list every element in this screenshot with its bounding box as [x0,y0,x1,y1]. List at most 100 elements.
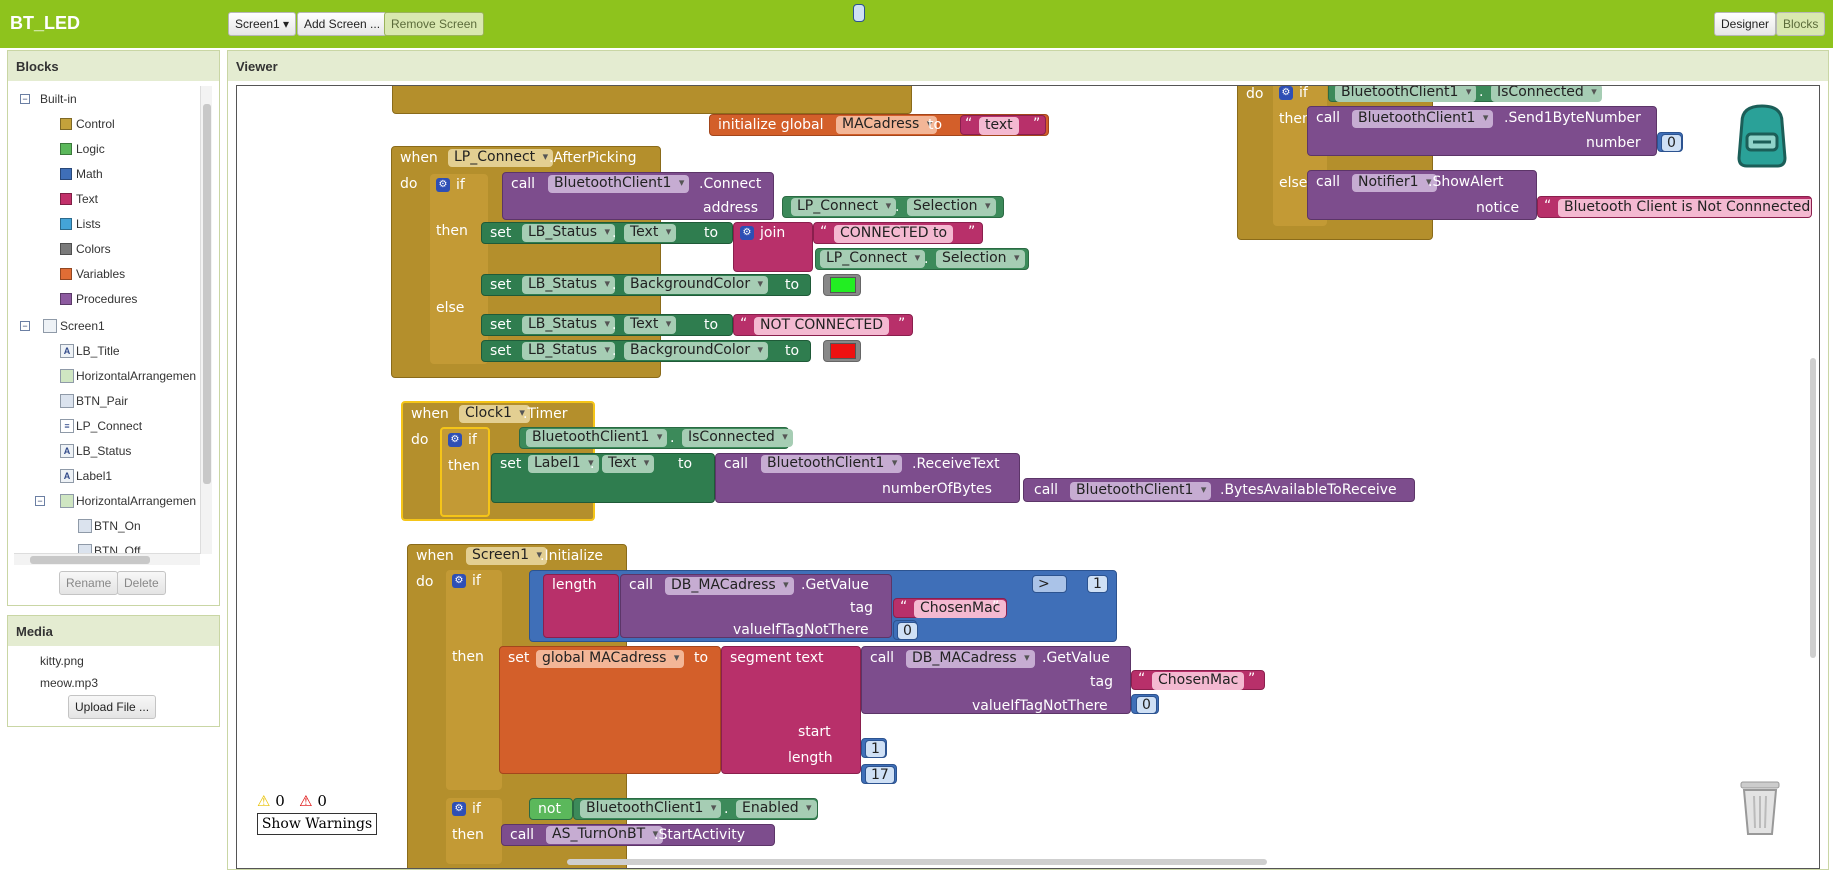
number-block[interactable]: 0 [893,620,918,640]
number-block[interactable]: 17 [861,764,897,784]
number-block[interactable]: 0 [1131,694,1159,714]
warnings-indicator: ⚠ 0 ⚠ 0 [257,792,327,810]
lp-connect-selection-getter[interactable]: LP_Connect . Selection [782,196,1004,218]
compare-operator[interactable]: > [1032,575,1067,593]
scroll-thumb[interactable] [203,104,211,484]
workspace-vertical-scrollbar[interactable] [1808,88,1818,864]
join-block[interactable]: ⚙ join [733,222,813,272]
add-screen-button[interactable]: Add Screen ... [297,12,388,36]
set-global-macadress[interactable]: set global MACadress to [499,646,721,774]
media-panel-title: Media [8,616,219,646]
rename-button[interactable]: Rename [59,571,119,595]
error-icon: ⚠ [299,792,313,810]
backpack-icon[interactable] [1727,100,1797,170]
number-block[interactable]: 0 [1657,132,1683,152]
mutator-gear-icon[interactable]: ⚙ [1279,86,1293,100]
text-literal-block[interactable]: “ Bluetooth Client is Not Connnected [1537,196,1812,218]
screen-select-dropdown[interactable]: Screen1 ▾ [228,12,297,36]
component-selector[interactable]: Screen1 [466,547,548,565]
if-block[interactable]: ⚙ if then [440,427,490,517]
call-notifier-showalert[interactable]: call Notifier1 .ShowAlert notice [1307,170,1537,220]
top-bar: BT_LED Screen1 ▾ Add Screen ... Remove S… [0,0,1833,48]
call-db-getvalue[interactable]: call DB_MACadress .GetValue tag valueIfT… [620,574,892,638]
math-swatch-icon [60,168,72,180]
variables-swatch-icon [60,268,72,280]
collapse-icon[interactable]: − [20,94,30,104]
label-icon: A [60,344,74,358]
mutator-gear-icon[interactable]: ⚙ [452,802,466,816]
show-warnings-button[interactable]: Show Warnings [257,813,377,835]
length-block[interactable]: length [543,574,619,638]
component-selector[interactable]: LP_Connect [448,149,554,167]
call-as-startactivity[interactable]: call AS_TurnOnBT .StartActivity [501,824,775,846]
call-bt-receivetext[interactable]: call BluetoothClient1 .ReceiveText numbe… [715,453,1020,503]
trash-icon[interactable] [1735,776,1785,838]
if-block[interactable]: ⚙ if then [446,570,502,790]
lp-connect-selection-getter[interactable]: LP_Connect . Selection [815,248,1029,270]
remove-screen-button[interactable]: Remove Screen [384,12,485,36]
set-lb-status-text[interactable]: set LB_Status . Text to [481,314,733,336]
color-block[interactable] [823,274,861,296]
if-block[interactable]: ⚙ if then else [430,174,488,364]
set-lb-status-text[interactable]: set LB_Status . Text to [481,222,733,244]
colors-swatch-icon [60,243,72,255]
partial-block[interactable] [392,86,912,114]
call-bt-bytesavailable[interactable]: call BluetoothClient1 .BytesAvailableToR… [1023,478,1415,502]
text-literal-block[interactable]: “ NOT CONNECTED ” [733,314,913,336]
blocks-panel: Blocks [7,50,220,606]
scroll-thumb[interactable] [567,859,1267,865]
not-block[interactable]: not [529,798,573,820]
text-literal-block[interactable]: “ text ” [960,115,1046,135]
call-db-getvalue[interactable]: call DB_MACadress .GetValue tag valueIfT… [861,646,1131,714]
upload-file-button[interactable]: Upload File ... [68,695,157,719]
mutator-gear-icon[interactable]: ⚙ [740,226,754,240]
blocks-tree-horizontal-scrollbar[interactable] [14,553,200,565]
scroll-thumb[interactable] [30,556,150,564]
red-color-swatch[interactable] [830,343,856,359]
mutator-gear-icon[interactable]: ⚙ [452,574,466,588]
set-label1-text[interactable]: set Label1 . Text to [491,453,715,503]
blocks-tree-vertical-scrollbar[interactable] [200,86,212,554]
text-literal-block[interactable]: “ ChosenMac ” [893,598,1007,618]
scroll-thumb[interactable] [1810,358,1816,658]
blocks-button[interactable]: Blocks [1776,12,1826,36]
green-color-swatch[interactable] [830,277,856,293]
collapse-icon[interactable]: − [35,496,45,506]
mutator-gear-icon[interactable]: ⚙ [448,433,462,447]
designer-button[interactable]: Designer [1714,12,1777,36]
media-file[interactable]: kitty.png [40,654,84,668]
call-bt-send1bytenumber[interactable]: call BluetoothClient1 .Send1ByteNumber n… [1307,106,1657,156]
app-title: BT_LED [10,13,81,33]
number-block[interactable]: 1 [861,738,887,758]
workspace-horizontal-scrollbar[interactable] [237,857,1807,867]
button-icon [60,394,74,408]
initialize-global-block[interactable]: initialize global MACadress to “ text ” [709,114,1049,136]
viewer-title: Viewer [228,51,1828,81]
segment-block[interactable]: segment text start length [721,646,861,774]
number-literal[interactable]: 1 [1087,575,1108,593]
blocks-workspace[interactable]: initialize global MACadress to “ text ” … [236,4,1820,869]
bt-isconnected-getter[interactable]: BluetoothClient1 . IsConnected [519,427,793,449]
logic-swatch-icon [60,143,72,155]
variable-name[interactable]: MACadress [836,116,938,134]
text-literal-block[interactable]: “ ChosenMac ” [1131,670,1265,690]
component-selector[interactable]: BluetoothClient1 [548,175,690,193]
delete-button[interactable]: Delete [117,571,166,595]
mutator-gear-icon[interactable]: ⚙ [436,178,450,192]
screen-icon [43,319,57,333]
set-lb-status-bgcolor[interactable]: set LB_Status . BackgroundColor to [481,274,811,296]
call-bluetooth-connect[interactable]: call BluetoothClient1 .Connect address [502,172,774,220]
color-block[interactable] [823,340,861,362]
bt-isconnected-getter[interactable]: BluetoothClient1 . IsConnected [1328,86,1602,102]
text-literal-block[interactable]: “ CONNECTED to ” [813,222,983,244]
if-block[interactable]: ⚙ if then [446,798,502,864]
label-icon: A [60,444,74,458]
procedures-swatch-icon [60,293,72,305]
collapse-icon[interactable]: − [20,321,30,331]
media-file[interactable]: meow.mp3 [40,676,99,690]
bt-enabled-getter[interactable]: BluetoothClient1 . Enabled [573,798,818,820]
set-lb-status-bgcolor[interactable]: set LB_Status . BackgroundColor to [481,340,811,362]
component-selector[interactable]: Clock1 [459,405,530,423]
arrangement-icon [60,494,74,508]
media-panel: Media [7,615,220,727]
